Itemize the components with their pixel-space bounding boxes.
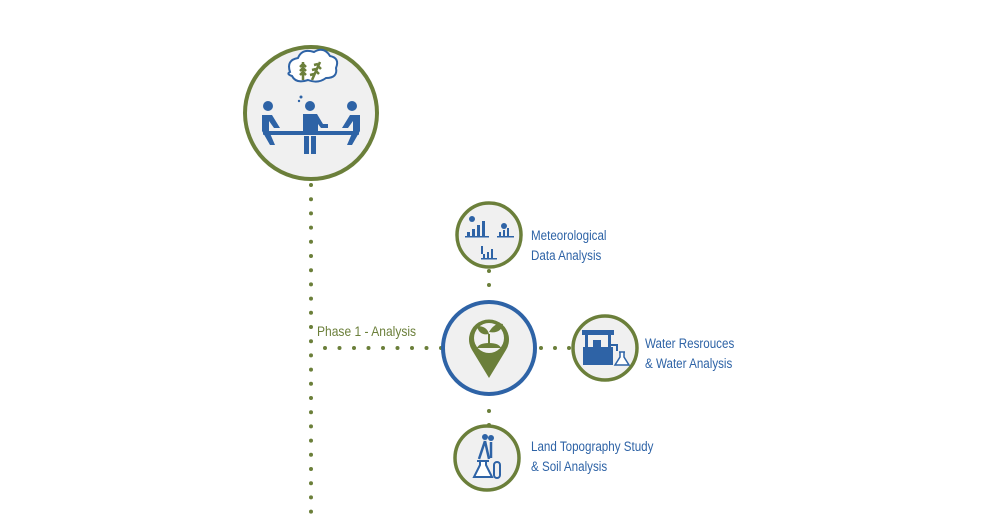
surveyor-lab-icon (472, 434, 501, 479)
connector-dot (553, 346, 557, 350)
plant-location-pin-icon (469, 319, 510, 378)
weather-charts-icon (465, 216, 514, 260)
connector-dot (487, 283, 491, 287)
connector-dot (410, 346, 414, 350)
label-line: Data Analysis (531, 248, 602, 263)
connector-dot (309, 282, 313, 287)
connector-dot (309, 296, 313, 301)
connector-dot (309, 254, 313, 258)
connector-dot (309, 310, 313, 315)
label-line: Water Resrouces (645, 336, 735, 351)
connector-dot (309, 367, 313, 372)
connector-dot (366, 346, 371, 350)
connector-dot (309, 509, 313, 514)
water-node (571, 314, 639, 382)
connector-dot (309, 467, 313, 471)
connector-dot (487, 409, 491, 413)
connector-dot (309, 183, 313, 187)
connector-dot (567, 346, 571, 350)
connector-dot (309, 381, 313, 386)
connector-dot (309, 452, 313, 457)
connector-dot (309, 211, 313, 216)
label-line: Land Topography Study (531, 439, 654, 454)
connector-dot (395, 346, 400, 350)
phase-label: Phase 1 - Analysis (317, 323, 417, 339)
connector-dot (309, 396, 313, 400)
connector-dot (309, 325, 313, 329)
connector-dot (309, 495, 313, 500)
connector-dot (323, 346, 327, 350)
label-line: Meteorological (531, 228, 607, 243)
label-line: & Soil Analysis (531, 459, 608, 474)
connector-dot (352, 346, 356, 350)
meteorological-label: Meteorological Data Analysis (531, 226, 607, 266)
meeting-node (243, 45, 379, 181)
label-line: & Water Analysis (645, 356, 733, 371)
water-well-icon (582, 330, 631, 366)
water-label: Water Resrouces & Water Analysis (645, 334, 734, 374)
connector-dot (309, 339, 313, 344)
farmers-meeting-icon (262, 48, 360, 154)
land-label: Land Topography Study & Soil Analysis (531, 437, 653, 477)
connector-dot (309, 481, 313, 486)
connector-dots (309, 183, 571, 514)
connector-dot (309, 424, 313, 429)
connector-dot (381, 346, 385, 350)
center-node (441, 300, 537, 396)
meteorological-node (455, 201, 523, 269)
connector-dot (539, 346, 543, 350)
connector-dot (309, 410, 313, 415)
connector-dot (309, 197, 313, 202)
connector-dot (487, 269, 491, 273)
connector-dot (337, 346, 342, 350)
land-node (453, 424, 521, 492)
connector-dot (309, 268, 313, 273)
connector-dot (309, 239, 313, 244)
connector-dot (309, 225, 313, 230)
connector-dot (309, 438, 313, 443)
connector-dot (424, 346, 429, 350)
connector-dot (309, 353, 313, 358)
